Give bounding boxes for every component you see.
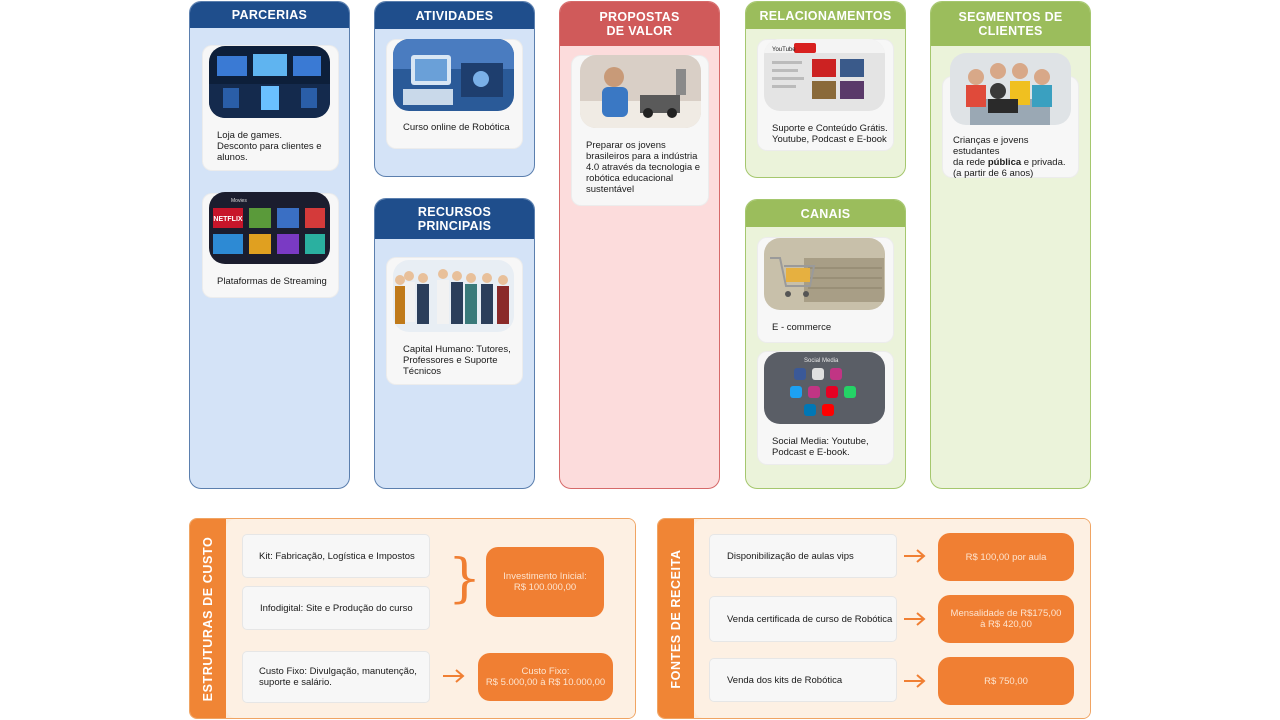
game-store-image <box>209 46 330 118</box>
propostas-title: PROPOSTAS DE VALOR <box>560 2 719 46</box>
social-media-label: Social Media <box>804 358 839 364</box>
value-card-text: Preparar os jovens brasileiros para a in… <box>586 140 701 195</box>
partner-card-streaming-text: Plataformas de Streaming <box>217 276 327 287</box>
revenue-value-vip: R$ 100,00 por aula <box>938 533 1074 581</box>
kid-robotics-image <box>580 55 701 128</box>
arrow-right-icon <box>904 674 926 688</box>
resource-card-human: Capital Humano: Tutores, Professores e S… <box>387 258 522 384</box>
receitas-title: FONTES DE RECEITA <box>669 549 683 689</box>
revenue-item-vip: Disponibilização de aulas vips <box>710 535 896 577</box>
streaming-image: NETFLIX Movies <box>209 192 330 264</box>
custos-title: ESTRUTURAS DE CUSTO <box>201 536 215 702</box>
segment-text-pre: Crianças e jovens estudantes da rede <box>953 135 1029 168</box>
social-media-image: Social Media <box>764 352 885 424</box>
cost-item-kit: Kit: Fabricação, Logística e Impostos <box>243 535 429 577</box>
youtube-logo-label: YouTube <box>772 47 796 53</box>
recursos-title: RECURSOS PRINCIPAIS <box>375 199 534 239</box>
partner-card-games-text: Loja de games. Desconto para clientes e … <box>217 130 322 163</box>
revenue-item-course: Venda certificada de curso de Robótica <box>710 597 896 641</box>
relationship-card-text: Suporte e Conteúdo Grátis. Youtube, Podc… <box>772 123 888 145</box>
cost-item-fixed: Custo Fixo: Divulgação, manutenção, supo… <box>243 652 429 702</box>
channel-card-ecommerce-text: E - commerce <box>772 322 832 333</box>
partner-card-streaming: NETFLIX Movies Plataformas de Streaming <box>203 192 338 297</box>
relationship-card: YouTube Suporte e Conteúdo Grátis. Youtu… <box>758 39 893 150</box>
relacionamentos-title: RELACIONAMENTOS <box>746 2 905 29</box>
robotics-course-image <box>393 39 514 111</box>
investment-box: Investimento Inicial: R$ 100.000,00 <box>486 547 604 617</box>
receitas-panel: FONTES DE RECEITA Disponibilização de au… <box>657 518 1091 719</box>
cost-item-infodigital: Infodigital: Site e Produção do curso <box>243 587 429 629</box>
channel-card-social: Social Media Social Media: Youtube, Podc… <box>758 352 893 464</box>
custos-panel: ESTRUTURAS DE CUSTO Kit: Fabricação, Log… <box>189 518 636 719</box>
revenue-item-kits: Venda dos kits de Robótica <box>710 659 896 701</box>
parcerias-title: PARCERIAS <box>190 2 349 28</box>
movies-label: Movies <box>231 198 247 204</box>
ecommerce-image <box>764 238 885 310</box>
resource-card-human-text: Capital Humano: Tutores, Professores e S… <box>403 344 511 377</box>
activity-card-course: Curso online de Robótica <box>387 39 522 148</box>
segmentos-title: SEGMENTOS DE CLIENTES <box>931 2 1090 46</box>
canais-title: CANAIS <box>746 200 905 227</box>
netflix-label: NETFLIX <box>213 216 242 223</box>
segment-text-bold: pública <box>987 157 1022 168</box>
revenue-value-kits: R$ 750,00 <box>938 657 1074 705</box>
value-card: Preparar os jovens brasileiros para a in… <box>572 55 708 205</box>
revenue-value-course: Mensalidade de R$175,00 à R$ 420,00 <box>938 595 1074 643</box>
activity-card-course-text: Curso online de Robótica <box>403 122 510 133</box>
segment-text-post: e privada. (a partir de 6 anos) <box>953 157 1066 179</box>
brace-icon: } <box>448 549 482 609</box>
arrow-right-icon <box>904 549 926 563</box>
arrow-right-icon <box>904 612 926 626</box>
partner-card-games: Loja de games. Desconto para clientes e … <box>203 46 338 170</box>
youtube-image: YouTube <box>764 39 885 111</box>
atividades-title: ATIVIDADES <box>375 2 534 29</box>
segment-card-text: Crianças e jovens estudantes da rede púb… <box>953 135 1077 179</box>
channel-card-social-text: Social Media: Youtube, Podcast e E-book. <box>772 436 869 458</box>
segment-card: Crianças e jovens estudantes da rede púb… <box>943 53 1078 179</box>
arrow-right-icon <box>443 669 465 683</box>
students-image <box>950 53 1071 125</box>
human-capital-image <box>393 260 514 332</box>
fixed-cost-box: Custo Fixo: R$ 5.000,00 à R$ 10.000,00 <box>478 653 613 701</box>
channel-card-ecommerce: E - commerce <box>758 238 893 342</box>
